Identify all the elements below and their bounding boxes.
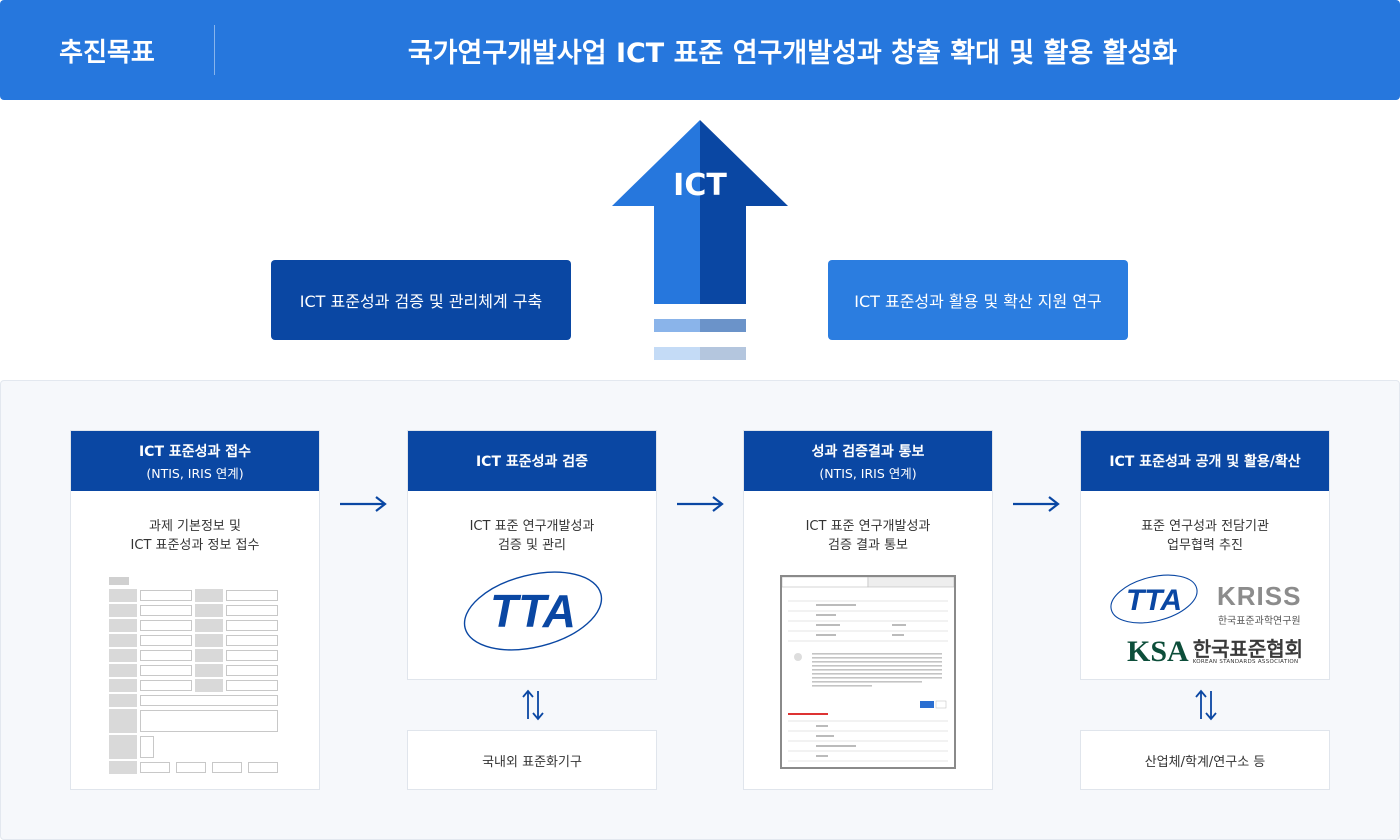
- step-header: ICT 표준성과 공개 및 활용/확산: [1081, 431, 1329, 491]
- ict-up-arrow: ICT: [612, 120, 788, 362]
- step-description: ICT 표준 연구개발성과 검증 및 관리: [408, 517, 656, 555]
- header-divider: [214, 25, 215, 75]
- step-desc-line: 과제 기본정보 및: [149, 519, 241, 534]
- kriss-logo-text: KRISS: [1217, 581, 1302, 611]
- step-desc-line: ICT 표준성과 정보 접수: [130, 538, 260, 553]
- receipt-form-thumbnail: [109, 577, 281, 774]
- step-desc-line: 표준 연구성과 전담기관: [1141, 519, 1269, 534]
- step-desc-line: 업무협력 추진: [1167, 538, 1243, 553]
- industry-academia-box: 산업체/학계/연구소 등: [1080, 730, 1330, 790]
- kriss-logo: KRISS 한국표준과학연구원: [1217, 581, 1301, 627]
- step-verification: ICT 표준성과 검증 ICT 표준 연구개발성과 검증 및 관리 TTA: [407, 430, 657, 680]
- ksa-logo-english: KOREAN STANDARDS ASSOCIATION: [1192, 659, 1299, 665]
- step-title: 성과 검증결과 통보: [811, 443, 925, 460]
- bidirectional-arrow-icon: [522, 689, 544, 721]
- tta-logo-text: TTA: [1126, 584, 1182, 617]
- tta-logo-text: TTA: [490, 585, 576, 637]
- step-header: ICT 표준성과 검증: [408, 431, 656, 491]
- standards-bodies-box: 국내외 표준화기구: [407, 730, 657, 790]
- step-description: 과제 기본정보 및 ICT 표준성과 정보 접수: [71, 517, 319, 555]
- step-subtitle: (NTIS, IRIS 연계): [819, 465, 917, 481]
- flow-arrow-icon: [1013, 496, 1060, 512]
- step-subtitle: (NTIS, IRIS 연계): [146, 465, 244, 481]
- flow-arrow-icon: [340, 496, 387, 512]
- ict-arrow-label: ICT: [673, 168, 727, 203]
- step-desc-line: 검증 결과 통보: [827, 538, 909, 553]
- goal-title: 국가연구개발사업 ICT 표준 연구개발성과 창출 확대 및 활용 활성화: [407, 37, 1178, 69]
- step-disclosure: ICT 표준성과 공개 및 활용/확산 표준 연구성과 전담기관 업무협력 추진…: [1080, 430, 1330, 680]
- verification-system-box: ICT 표준성과 검증 및 관리체계 구축: [271, 260, 571, 340]
- ksa-logo-korean: 한국표준협회: [1192, 637, 1304, 661]
- bidirectional-arrow-icon: [1195, 689, 1217, 721]
- tta-logo: TTA: [463, 571, 603, 651]
- step-header: 성과 검증결과 통보 (NTIS, IRIS 연계): [744, 431, 992, 491]
- result-document-thumbnail: [780, 575, 956, 769]
- step-desc-line: ICT 표준 연구개발성과: [469, 519, 595, 534]
- kriss-logo-subtext: 한국표준과학연구원: [1217, 616, 1301, 627]
- tta-logo: TTA: [1110, 574, 1198, 624]
- goal-label: 추진목표: [59, 37, 155, 68]
- step-title: ICT 표준성과 검증: [475, 454, 589, 470]
- goal-header: 추진목표 국가연구개발사업 ICT 표준 연구개발성과 창출 확대 및 활용 활…: [0, 0, 1400, 100]
- step-desc-line: ICT 표준 연구개발성과: [805, 519, 931, 534]
- step-header: ICT 표준성과 접수 (NTIS, IRIS 연계): [71, 431, 319, 491]
- ksa-logo: KSA 한국표준협회 KOREAN STANDARDS ASSOCIATION: [1127, 635, 1303, 669]
- diffusion-support-box: ICT 표준성과 활용 및 확산 지원 연구: [828, 260, 1128, 340]
- ksa-logo-text: KSA: [1127, 635, 1189, 668]
- step-title: ICT 표준성과 공개 및 활용/확산: [1109, 454, 1301, 470]
- flow-arrow-icon: [677, 496, 724, 512]
- step-receipt: ICT 표준성과 접수 (NTIS, IRIS 연계) 과제 기본정보 및 IC…: [70, 430, 320, 790]
- step-notification: 성과 검증결과 통보 (NTIS, IRIS 연계) ICT 표준 연구개발성과…: [743, 430, 993, 790]
- step-description: ICT 표준 연구개발성과 검증 결과 통보: [744, 517, 992, 555]
- step-description: 표준 연구성과 전담기관 업무협력 추진: [1081, 517, 1329, 555]
- step-desc-line: 검증 및 관리: [497, 538, 567, 553]
- step-title: ICT 표준성과 접수: [138, 443, 252, 460]
